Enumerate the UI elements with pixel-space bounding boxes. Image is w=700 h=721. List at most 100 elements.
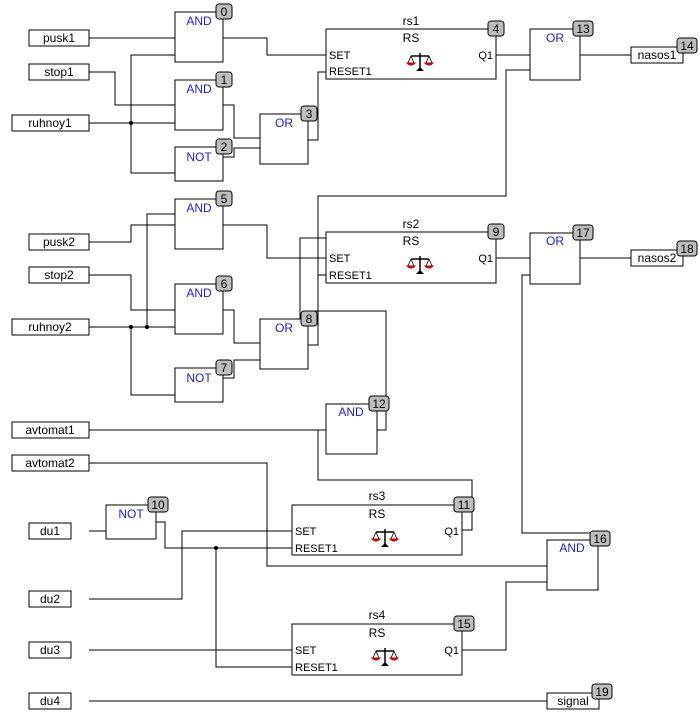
rs3-name: rs3 <box>369 489 386 503</box>
gate-or-8-label: OR <box>275 321 293 335</box>
rs4-reset-pin: RESET1 <box>295 662 338 674</box>
gate-not-2[interactable]: NOT 2 <box>174 138 233 182</box>
input-ruhnoy2[interactable]: ruhnoy2 <box>11 318 90 336</box>
gate-and-6-num: 6 <box>221 277 228 291</box>
rs1-num: 4 <box>493 22 500 36</box>
input-pusk1-label: pusk1 <box>43 31 75 45</box>
rs4-set-pin: SET <box>295 645 317 657</box>
input-avtomat1[interactable]: avtomat1 <box>11 421 90 439</box>
input-du3-label: du3 <box>40 643 60 657</box>
rs4-type: RS <box>369 626 386 640</box>
input-avtomat1-label: avtomat1 <box>25 423 75 437</box>
gate-or-17[interactable]: OR 17 <box>529 224 594 285</box>
input-ruhnoy2-label: ruhnoy2 <box>28 320 72 334</box>
junctions <box>129 121 218 550</box>
input-avtomat2[interactable]: avtomat2 <box>11 454 90 472</box>
input-du4[interactable]: du4 <box>28 692 72 710</box>
input-du1[interactable]: du1 <box>28 522 72 540</box>
gate-not-2-label: NOT <box>186 150 212 164</box>
gate-or-3-label: OR <box>275 116 293 130</box>
gate-or-13-label: OR <box>546 31 564 45</box>
input-du2[interactable]: du2 <box>28 590 72 608</box>
output-nasos1-num: 14 <box>680 39 694 53</box>
gate-or-3[interactable]: OR 3 <box>259 105 318 165</box>
rs2-q-pin: Q1 <box>478 253 493 265</box>
gate-not-10-label: NOT <box>118 507 144 521</box>
rs2-type: RS <box>403 234 420 248</box>
wires <box>89 37 631 702</box>
gate-and-12-num: 12 <box>372 397 386 411</box>
gate-and-12-label: AND <box>338 405 364 419</box>
gate-not-7-label: NOT <box>186 371 212 385</box>
gate-and-0-label: AND <box>186 14 212 28</box>
output-nasos1-label: nasos1 <box>638 48 677 62</box>
output-nasos2[interactable]: nasos2 18 <box>630 240 698 267</box>
rs1-type: RS <box>403 31 420 45</box>
gate-or-8[interactable]: OR 8 <box>259 310 318 370</box>
rs-trigger-rs1[interactable]: rs1 RS SET RESET1 Q1 4 <box>325 14 505 80</box>
gate-and-16[interactable]: AND 16 <box>546 530 611 591</box>
input-du1-label: du1 <box>40 524 60 538</box>
gate-and-16-num: 16 <box>593 532 607 546</box>
rs3-num: 11 <box>458 498 471 512</box>
gate-and-0-num: 0 <box>221 5 228 19</box>
rs2-reset-pin: RESET1 <box>329 270 372 282</box>
gate-and-0[interactable]: AND 0 <box>174 3 233 63</box>
output-signal-label: signal <box>557 694 588 708</box>
rs2-set-pin: SET <box>329 253 351 265</box>
input-stop1[interactable]: stop1 <box>28 63 90 81</box>
rs3-set-pin: SET <box>295 526 317 538</box>
gate-and-6-label: AND <box>186 286 212 300</box>
gate-not-10-num: 10 <box>151 498 165 512</box>
rs3-q-pin: Q1 <box>444 526 459 538</box>
rs4-name: rs4 <box>369 608 386 622</box>
rs3-type: RS <box>369 507 386 521</box>
input-du4-label: du4 <box>40 694 60 708</box>
input-du2-label: du2 <box>40 592 60 606</box>
rs-trigger-rs4[interactable]: rs4 RS SET RESET1 Q1 15 <box>291 608 475 676</box>
gate-or-3-num: 3 <box>306 107 313 121</box>
gate-not-10[interactable]: NOT 10 <box>105 496 169 540</box>
gate-and-12[interactable]: AND 12 <box>325 395 390 455</box>
output-signal-num: 19 <box>595 685 609 699</box>
rs-trigger-rs2[interactable]: rs2 RS SET RESET1 Q1 9 <box>325 217 505 284</box>
rs2-num: 9 <box>493 225 500 239</box>
rs4-num: 15 <box>457 617 471 631</box>
gate-or-13[interactable]: OR 13 <box>529 20 594 81</box>
input-stop2-label: stop2 <box>44 268 74 282</box>
gate-or-17-label: OR <box>546 234 564 248</box>
gate-or-13-num: 13 <box>576 22 590 36</box>
rs1-set-pin: SET <box>329 50 351 62</box>
input-pusk2[interactable]: pusk2 <box>28 233 90 251</box>
gate-and-1-num: 1 <box>221 73 228 87</box>
rs4-q-pin: Q1 <box>444 645 459 657</box>
output-nasos2-num: 18 <box>680 242 694 256</box>
output-signal[interactable]: signal 19 <box>546 683 613 710</box>
gate-not-7-num: 7 <box>221 361 228 375</box>
gate-or-8-num: 8 <box>306 312 313 326</box>
input-stop1-label: stop1 <box>44 65 74 79</box>
rs2-name: rs2 <box>403 217 420 231</box>
gate-not-7[interactable]: NOT 7 <box>174 359 233 403</box>
input-ruhnoy1[interactable]: ruhnoy1 <box>11 114 90 132</box>
output-nasos1[interactable]: nasos1 14 <box>630 37 698 64</box>
gate-and-5[interactable]: AND 5 <box>174 190 233 250</box>
gate-and-1-label: AND <box>186 82 212 96</box>
gate-and-16-label: AND <box>559 541 585 555</box>
rs-trigger-rs3[interactable]: rs3 RS SET RESET1 Q1 11 <box>291 489 475 556</box>
rs1-reset-pin: RESET1 <box>329 66 372 78</box>
gate-and-6[interactable]: AND 6 <box>174 275 233 335</box>
rs3-reset-pin: RESET1 <box>295 543 338 555</box>
gate-not-2-num: 2 <box>221 140 228 154</box>
output-nasos2-label: nasos2 <box>638 251 677 265</box>
gate-and-5-num: 5 <box>221 192 228 206</box>
gate-and-1[interactable]: AND 1 <box>174 71 233 131</box>
input-stop2[interactable]: stop2 <box>28 266 90 284</box>
input-pusk1[interactable]: pusk1 <box>28 29 90 47</box>
input-du3[interactable]: du3 <box>28 641 72 659</box>
gate-or-17-num: 17 <box>576 226 590 240</box>
rs1-q-pin: Q1 <box>478 50 493 62</box>
input-pusk2-label: pusk2 <box>43 235 75 249</box>
input-avtomat2-label: avtomat2 <box>25 456 75 470</box>
